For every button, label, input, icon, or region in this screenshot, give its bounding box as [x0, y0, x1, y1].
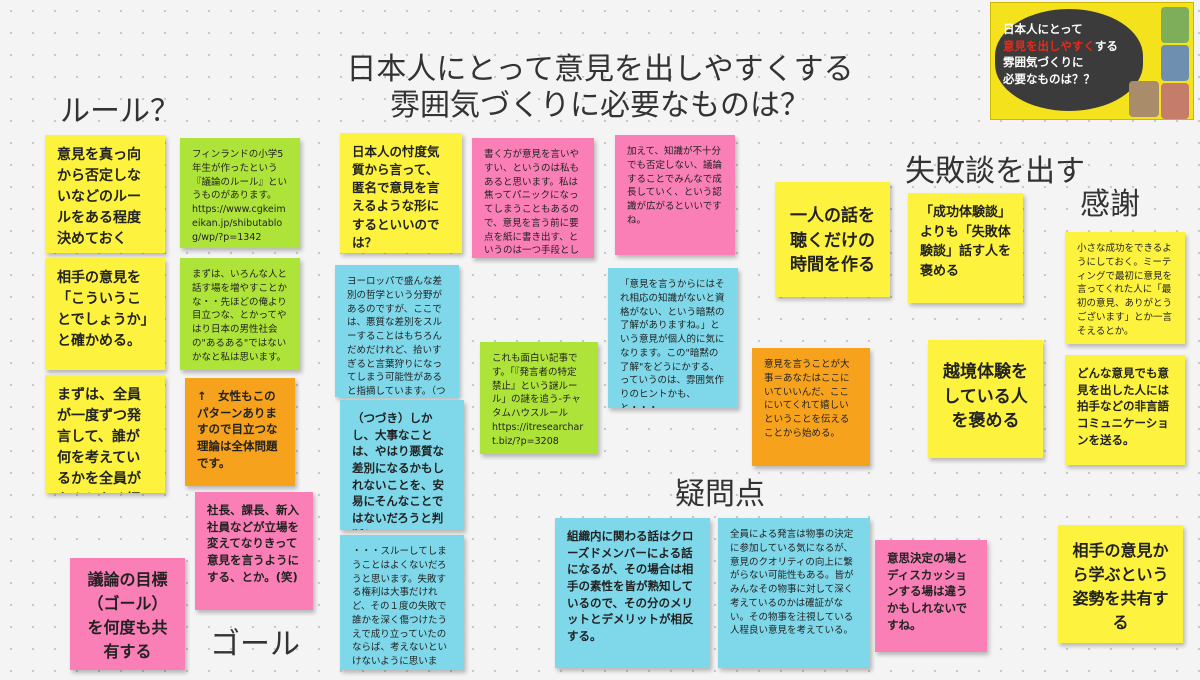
heading-failures: 失敗談を出す	[905, 154, 1085, 189]
participant-photo	[1161, 7, 1189, 43]
sticky-note[interactable]: 越境体験をしている人を褒める	[928, 340, 1043, 458]
sticky-note[interactable]: 日本人の忖度気質から言って、匿名で意見を言えるような形にするといいのでは？	[340, 133, 462, 253]
board-title: 日本人にとって意見を出しやすくする 雰囲気づくりに必要なものは？	[300, 52, 900, 124]
sticky-note[interactable]: 意見を言うことが大事＝あなたはここにいていいんだ、ここにいてくれて嬉しいというこ…	[752, 348, 870, 466]
participant-photo	[1161, 83, 1189, 119]
heading-rules: ルール？	[60, 94, 180, 129]
sticky-note[interactable]: 組織内に関わる話はクローズドメンバーによる話になるが、その場合は相手の素性を皆が…	[555, 518, 710, 668]
sticky-note[interactable]: ・・・スルーしてしまうことはよくないだろうと思います。失敗する権利は大事だけれど…	[340, 535, 464, 670]
sticky-note[interactable]: これも面白い記事です。「『発言者の特定禁止』という謎ルール」の謎を追う-チャタム…	[480, 342, 598, 454]
speech-bubble	[995, 9, 1143, 111]
sticky-note[interactable]: 意思決定の場とディスカッションする場は違うかもしれないですね。	[875, 540, 987, 652]
heading-goal: ゴール	[210, 627, 300, 662]
sticky-note[interactable]: 小さな成功をできるようにしておく。ミーティングで最初に意見を言ってくれた人に「最…	[1065, 232, 1185, 344]
participant-photo	[1129, 81, 1159, 117]
sticky-note[interactable]: 社長、課長、新入社員などが立場を変えてなりきって意見を言うようにする、とか。(笑…	[195, 492, 313, 610]
sticky-note[interactable]: 意見を真っ向から否定しないなどのルールをある程度決めておく	[45, 135, 165, 253]
sticky-note[interactable]: 相手の意見から学ぶという姿勢を共有する	[1058, 525, 1183, 643]
heading-thanks: 感謝	[1080, 187, 1140, 222]
sticky-note[interactable]: 書く方が意見を言いやすい、というのは私もあると思います。私は焦ってパニックになっ…	[472, 138, 594, 258]
heading-questions: 疑問点	[675, 477, 765, 512]
sticky-note[interactable]: 相手の意見を「こういうことでしょうか」と確かめる。	[45, 258, 165, 370]
sticky-note[interactable]: 加えて、知識が不十分でも否定しない、議論することでみんなで成長していく、という認…	[615, 135, 735, 255]
sticky-note[interactable]: 「意見を言うからにはそれ相応の知識がないと資格がない、という暗黙の了解があります…	[608, 268, 738, 408]
sticky-note[interactable]: 全員による発言は物事の決定に参加している気になるが、意見のクオリティの向上に繋が…	[718, 518, 870, 668]
sticky-note[interactable]: まずは、全員が一度ずつ発言して、誰が何を考えているかを全員がなんとなく把握する	[45, 375, 165, 493]
sticky-note[interactable]: 一人の話を聴くだけの時間を作る	[775, 182, 890, 297]
sticky-note[interactable]: まずは、いろんな人と話す場を増やすことかな・・先ほどの俺より目立つな、とかってや…	[180, 258, 300, 370]
thumbnail-text: 日本人にとって 意見を出しやすくする 雰囲気づくりに 必要なものは？？	[1003, 22, 1118, 87]
participant-photo	[1161, 45, 1189, 81]
sticky-note[interactable]: 「成功体験談」よりも「失敗体験談」話す人を褒める	[908, 193, 1023, 303]
sticky-note[interactable]: ↑ 女性もこのパターンありますので目立つな理論は全体問題です。	[185, 378, 295, 486]
sticky-note[interactable]: どんな意見でも意見を出した人には拍手などの非言語コミュニケーションを送る。	[1065, 355, 1185, 465]
board-title-line2: 雰囲気づくりに必要なものは？	[390, 88, 810, 123]
board-title-line1: 日本人にとって意見を出しやすくする	[346, 52, 854, 87]
sticky-note[interactable]: （つづき）しかし、大事なことは、やはり悪質な差別になるかもしれないことを、安易に…	[340, 400, 464, 530]
sticky-note[interactable]: 議論の目標（ゴール）を何度も共有する	[70, 558, 185, 670]
video-thumbnail[interactable]: 日本人にとって 意見を出しやすくする 雰囲気づくりに 必要なものは？？	[990, 2, 1194, 120]
sticky-note[interactable]: ヨーロッパで盛んな差別の哲学という分野があるのですが、ここでは、悪質な差別をスル…	[335, 265, 459, 397]
sticky-note[interactable]: フィンランドの小学5年生が作ったという『議論のルール』というものがあります。 h…	[180, 138, 300, 248]
